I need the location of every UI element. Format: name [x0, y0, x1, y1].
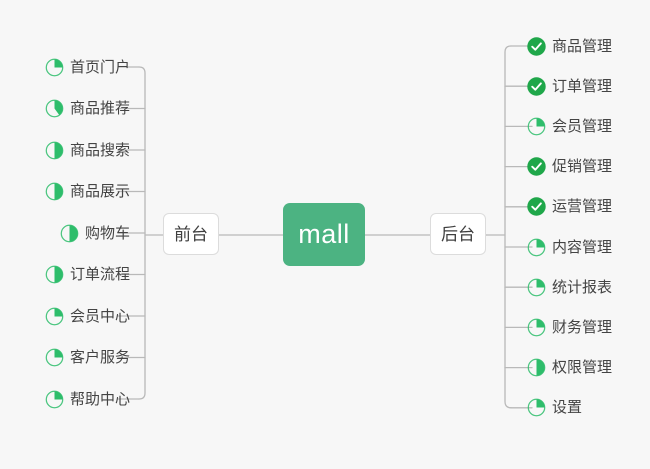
leaf-node-label: 会员管理	[552, 117, 613, 135]
pie-progress-icon	[45, 99, 64, 118]
leaf-node-frontend-1[interactable]: 首页门户	[45, 55, 130, 79]
branch-node-backend[interactable]: 后台	[430, 213, 486, 255]
pie-progress-icon	[45, 390, 64, 409]
pie-progress-icon	[527, 398, 546, 417]
leaf-node-backend-7[interactable]: 统计报表	[527, 275, 612, 299]
leaf-node-frontend-8[interactable]: 客户服务	[45, 346, 130, 370]
leaf-node-backend-1[interactable]: 商品管理	[527, 34, 612, 58]
check-circle-icon	[527, 76, 546, 96]
pie-progress-icon	[60, 224, 79, 243]
leaf-node-label: 权限管理	[552, 359, 613, 377]
leaf-node-label: 商品展示	[69, 183, 130, 200]
leaf-node-backend-8[interactable]: 财务管理	[527, 315, 612, 339]
branch-node-label: 前台	[174, 224, 208, 244]
leaf-node-label: 财务管理	[552, 318, 613, 336]
root-node-mall[interactable]: mall	[283, 203, 365, 266]
pie-progress-icon	[45, 141, 64, 160]
leaf-node-label: 客户服务	[69, 349, 130, 366]
leaf-node-label: 商品搜索	[69, 141, 130, 159]
leaf-node-backend-9[interactable]: 权限管理	[527, 356, 612, 380]
pie-progress-icon	[527, 278, 546, 297]
pie-progress-icon	[527, 318, 546, 337]
pie-progress-icon	[45, 307, 64, 326]
pie-progress-icon	[527, 358, 546, 377]
leaf-node-label: 促销管理	[552, 158, 613, 176]
connector-line	[504, 45, 512, 409]
leaf-node-backend-4[interactable]: 促销管理	[527, 155, 612, 179]
connector-line	[138, 66, 146, 400]
leaf-node-frontend-7[interactable]: 会员中心	[45, 304, 130, 328]
leaf-node-label: 运营管理	[552, 198, 613, 216]
leaf-node-label: 订单流程	[69, 266, 130, 283]
check-circle-icon	[527, 36, 546, 56]
pie-progress-icon	[45, 58, 64, 77]
leaf-node-label: 设置	[552, 399, 583, 417]
leaf-node-label: 商品推荐	[69, 100, 130, 117]
leaf-node-backend-3[interactable]: 会员管理	[527, 114, 612, 138]
pie-progress-icon	[45, 182, 64, 201]
branch-node-label: 后台	[441, 224, 475, 244]
leaf-node-label: 帮助中心	[69, 390, 130, 408]
leaf-node-label: 商品管理	[552, 37, 613, 55]
check-circle-icon	[527, 197, 546, 216]
pie-progress-icon	[527, 238, 546, 257]
leaf-node-backend-10[interactable]: 设置	[527, 396, 582, 420]
pie-progress-icon	[527, 117, 546, 136]
leaf-node-frontend-3[interactable]: 商品搜索	[45, 138, 130, 162]
leaf-node-label: 购物车	[84, 224, 130, 242]
leaf-node-frontend-9[interactable]: 帮助中心	[45, 387, 130, 411]
leaf-node-frontend-6[interactable]: 订单流程	[45, 263, 130, 287]
leaf-node-backend-5[interactable]: 运营管理	[527, 195, 612, 219]
leaf-node-label: 会员中心	[69, 307, 130, 325]
check-circle-icon	[527, 157, 546, 176]
leaf-node-label: 订单管理	[552, 77, 613, 95]
leaf-node-label: 内容管理	[552, 238, 613, 256]
leaf-node-backend-2[interactable]: 订单管理	[527, 74, 612, 98]
leaf-node-backend-6[interactable]: 内容管理	[527, 235, 612, 259]
leaf-node-label: 统计报表	[552, 278, 613, 296]
pie-progress-icon	[45, 265, 64, 284]
root-node-label: mall	[298, 219, 350, 249]
leaf-node-label: 首页门户	[69, 58, 130, 76]
leaf-node-frontend-4[interactable]: 商品展示	[45, 180, 130, 204]
leaf-node-frontend-5[interactable]: 购物车	[60, 221, 130, 245]
branch-node-frontend[interactable]: 前台	[163, 213, 219, 255]
pie-progress-icon	[45, 348, 64, 367]
leaf-node-frontend-2[interactable]: 商品推荐	[45, 97, 130, 121]
